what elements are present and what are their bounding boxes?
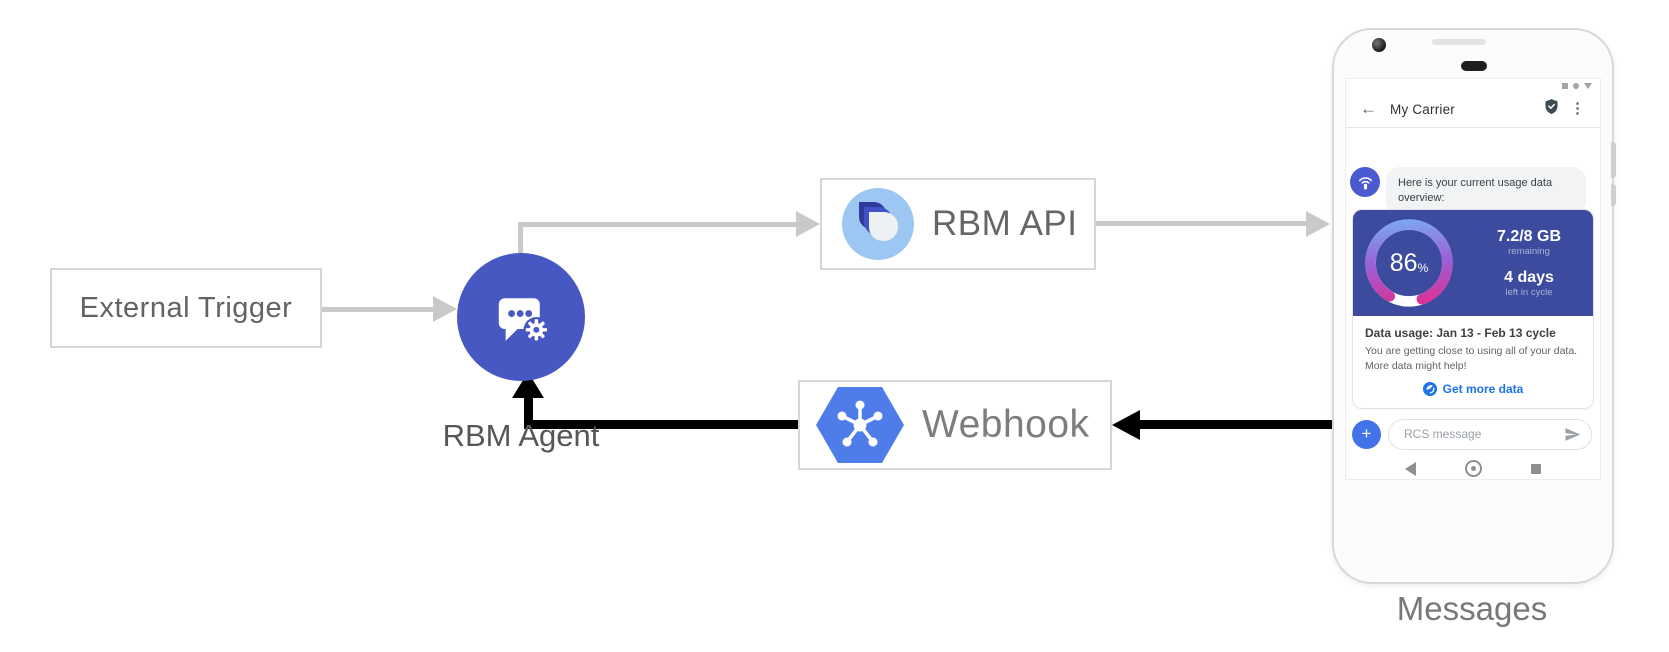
volume-button (1611, 184, 1616, 206)
arrow-external-to-agent (322, 307, 434, 312)
rcs-message-input[interactable] (1402, 426, 1564, 442)
broadcast-tower-icon (1358, 176, 1372, 189)
rbm-agent-node (457, 253, 585, 381)
line-agent-to-api-horizontal (518, 222, 798, 227)
speaker-grille (1432, 39, 1486, 45)
nav-home-icon[interactable] (1465, 460, 1482, 477)
globe-icon (1422, 382, 1437, 397)
get-more-data-button[interactable]: Get more data (1365, 382, 1581, 397)
arrowhead-external-to-agent (433, 296, 457, 322)
carrier-avatar (1350, 167, 1380, 197)
status-signal-icon (1584, 83, 1592, 89)
usage-card-gauge-panel: 86% 7.2/8 GB remaining 4 days left in cy… (1353, 210, 1593, 316)
line-webhook-to-agent (524, 420, 798, 429)
webhook-node: Webhook (798, 380, 1112, 470)
usage-card-title: Data usage: Jan 13 - Feb 13 cycle (1365, 326, 1556, 340)
overflow-menu-icon[interactable]: ⋮ (1570, 100, 1586, 117)
rbm-api-node: RBM API (820, 178, 1096, 270)
chat-gear-icon (498, 298, 550, 343)
external-trigger-label: External Trigger (79, 291, 293, 324)
rbm-api-icon (842, 188, 914, 260)
phone-mockup: ← My Carrier ⋮ Here is your current (1332, 28, 1616, 584)
usage-card-body: Data usage: Jan 13 - Feb 13 cycle You ar… (1353, 316, 1593, 408)
line-agent-to-api-vertical (518, 222, 523, 254)
arrowhead-agent-to-api (796, 211, 820, 237)
status-dot-icon (1573, 83, 1579, 89)
arrowhead-api-to-phone (1306, 211, 1330, 237)
power-button (1611, 142, 1616, 178)
status-square-icon (1562, 83, 1568, 89)
compose-bar: + (1352, 418, 1592, 450)
agent-message-row: Here is your current usage data overview… (1350, 167, 1586, 215)
remaining-label: remaining (1508, 246, 1550, 257)
rbm-agent-label: RBM Agent (442, 418, 600, 453)
webhook-label: Webhook (922, 403, 1090, 446)
cycle-value: 4 days (1504, 269, 1554, 286)
external-trigger-node: External Trigger (50, 268, 322, 348)
header-divider (1346, 127, 1600, 128)
phone-screen: ← My Carrier ⋮ Here is your current (1345, 78, 1601, 480)
usage-card: 86% 7.2/8 GB remaining 4 days left in cy… (1352, 209, 1594, 410)
remaining-value: 7.2/8 GB (1496, 228, 1562, 245)
arrow-api-to-phone (1096, 221, 1308, 226)
verified-shield-icon (1545, 99, 1558, 115)
back-arrow-icon[interactable]: ← (1360, 99, 1377, 118)
usage-percent: 86% (1389, 248, 1429, 277)
earpiece (1461, 61, 1487, 71)
front-camera-icon (1372, 38, 1386, 52)
line-webhook-to-agent-vertical (524, 394, 533, 429)
get-more-data-label: Get more data (1442, 382, 1524, 397)
arrowhead-phone-to-webhook (1112, 410, 1140, 440)
message-bubble: Here is your current usage data overview… (1386, 167, 1586, 215)
cycle-label: left in cycle (1505, 287, 1553, 298)
send-icon[interactable] (1564, 426, 1581, 443)
nav-back-icon[interactable] (1405, 461, 1416, 476)
usage-card-text: You are getting close to using all of yo… (1365, 345, 1578, 372)
status-bar (1562, 83, 1592, 89)
conversation-title: My Carrier (1390, 102, 1455, 117)
rbm-api-label: RBM API (932, 204, 1078, 243)
attach-plus-button[interactable]: + (1352, 419, 1381, 449)
nav-recents-icon[interactable] (1531, 463, 1541, 474)
usage-donut-gauge (1365, 219, 1453, 307)
line-phone-to-webhook (1140, 420, 1332, 429)
phone-caption: Messages (1396, 590, 1548, 627)
webhook-hexagon-icon (816, 387, 904, 463)
android-navbar (1346, 460, 1600, 477)
message-input-pill (1388, 418, 1592, 450)
conversation-header: ← My Carrier ⋮ (1346, 93, 1600, 127)
usage-stats: 7.2/8 GB remaining 4 days left in cycle (1469, 210, 1589, 316)
